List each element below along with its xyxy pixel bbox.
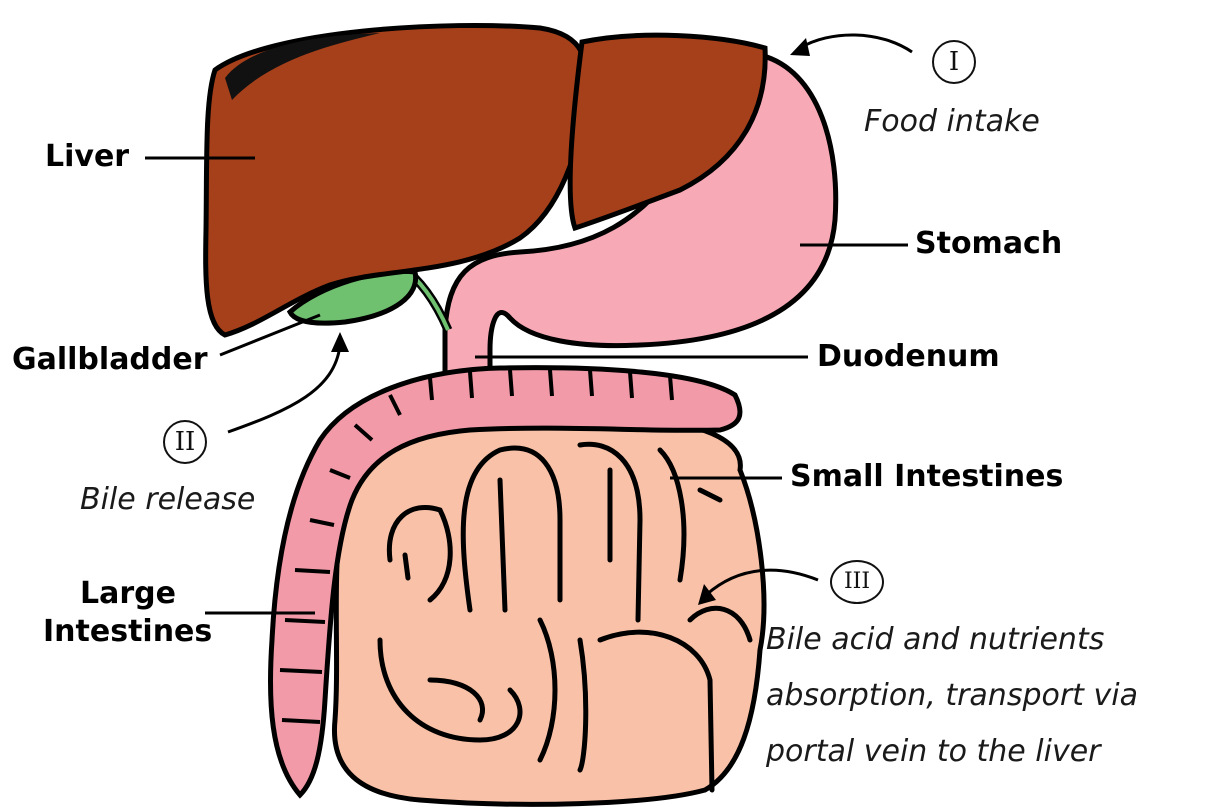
large-intestines-label-line2: Intestines (43, 615, 212, 650)
duodenum-label: Duodenum (817, 340, 1000, 375)
step-3-text-line3: portal vein to the liver (766, 733, 1100, 771)
large-intestines-label-line1: Large (80, 577, 176, 612)
step-3-text-line1: Bile acid and nutrients (766, 621, 1104, 659)
stomach-label: Stomach (915, 227, 1062, 262)
liver-label: Liver (45, 140, 129, 175)
step-2-text: Bile release (80, 481, 255, 519)
step-1-text: Food intake (864, 103, 1040, 141)
step-3-text-line2: absorption, transport via (766, 677, 1138, 715)
step-2-numeral: II (163, 420, 207, 464)
gallbladder-label: Gallbladder (12, 343, 208, 378)
step-1-numeral: I (932, 40, 976, 84)
small-intestines-label: Small Intestines (790, 460, 1063, 495)
step-3-numeral: III (830, 560, 884, 604)
